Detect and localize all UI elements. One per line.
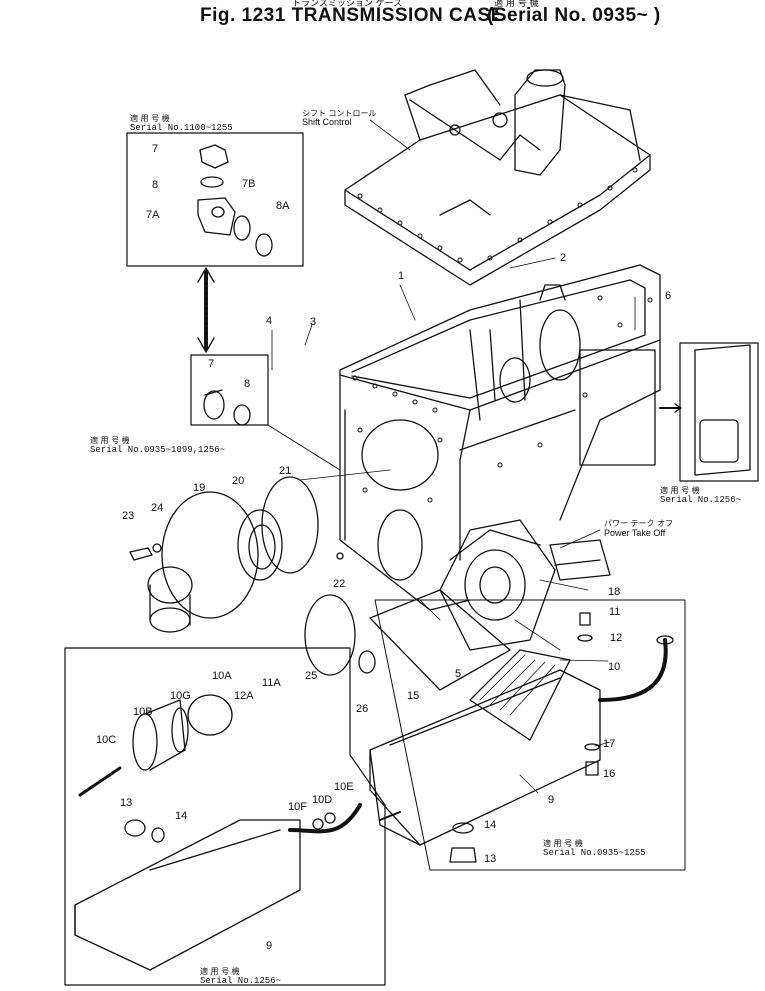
- part-number-25: 25: [305, 670, 318, 682]
- part-number-10d: 10D: [312, 794, 333, 806]
- part-number-12: 12: [610, 632, 623, 644]
- part-number-6: 6: [665, 290, 672, 302]
- pto-gasket: [549, 539, 611, 581]
- part-number-8a: 8A: [276, 200, 290, 212]
- part-number-9: 9: [548, 794, 555, 806]
- part-number-7b: 7B: [242, 178, 256, 190]
- side-cover-plate: [579, 349, 656, 466]
- case-gasket: [369, 589, 511, 691]
- shift-control-jp-label: シフト コントロール: [302, 109, 377, 118]
- part-number-24: 24: [151, 502, 164, 514]
- part-number-10: 10: [608, 661, 621, 673]
- part-number-17: 17: [603, 738, 616, 750]
- transmission-case: [339, 264, 661, 651]
- part-number-7-2: 7: [208, 358, 215, 370]
- part-number-21: 21: [279, 465, 292, 477]
- shift-control-cover: [344, 69, 651, 286]
- part-number-7a: 7A: [146, 209, 160, 221]
- part-number-10e: 10E: [334, 781, 354, 793]
- part-number-2: 2: [560, 252, 567, 264]
- part-number-9-2: 9: [266, 940, 273, 952]
- serial-japanese: 適 用 号 機: [494, 0, 539, 9]
- part-number-10a: 10A: [212, 670, 232, 682]
- part-number-5: 5: [455, 668, 462, 680]
- front-cover-assembly: [129, 469, 391, 676]
- part-number-15: 15: [407, 690, 420, 702]
- pto-label: Power Take Off: [604, 528, 666, 538]
- inset-middle-left-serial: Serial No.0935~1099,1256~: [90, 445, 226, 455]
- part-number-1: 1: [398, 270, 405, 282]
- figure-serial-range: (Serial No. 0935~ ): [487, 5, 661, 26]
- inset-bottom-left-serial: Serial No.1256~: [200, 976, 282, 986]
- part-number-10f: 10F: [288, 801, 307, 813]
- part-number-14-2: 14: [175, 810, 188, 822]
- part-number-10b: 10B: [133, 706, 153, 718]
- inset-bottom-left-jp: 適 用 号 機: [200, 967, 240, 976]
- part-number-11: 11: [609, 606, 621, 618]
- part-number-13-2: 13: [120, 797, 133, 809]
- part-number-19: 19: [193, 482, 206, 494]
- figure-title: Fig. 1231 TRANSMISSION CASE: [200, 5, 504, 26]
- inset-right-serial: Serial No.1256~: [660, 495, 742, 505]
- leader-lines: [271, 119, 636, 794]
- part-number-26: 26: [356, 703, 369, 715]
- part-number-18: 18: [608, 586, 621, 598]
- part-number-20: 20: [232, 475, 245, 487]
- part-number-22: 22: [333, 578, 346, 590]
- inset-bottom-left-box: [64, 647, 401, 986]
- part-number-10c: 10C: [96, 734, 117, 746]
- inset-oil-pan-jp: 適 用 号 機: [543, 839, 583, 848]
- inset-right-jp: 適 用 号 機: [660, 486, 700, 495]
- part-number-12a: 12A: [234, 690, 254, 702]
- part-number-8: 8: [152, 179, 159, 191]
- part-number-11a: 11A: [262, 677, 281, 689]
- inset-right-box: [659, 342, 759, 482]
- part-number-16: 16: [603, 768, 616, 780]
- part-number-23: 23: [122, 510, 135, 522]
- part-number-8-2: 8: [244, 378, 251, 390]
- title-japanese: トランスミッション ケース: [292, 0, 403, 9]
- inset-oil-pan-serial: Serial No.0935~1255: [543, 848, 646, 858]
- shift-control-label: Shift Control: [302, 117, 352, 127]
- part-number-13: 13: [484, 853, 497, 865]
- inset-top-left-jp: 適 用 号 機: [130, 114, 170, 123]
- inset-link-arrow: [197, 267, 215, 353]
- oil-pan-assembly: [369, 599, 686, 871]
- part-number-7: 7: [152, 143, 159, 155]
- inset-top-left-box: [126, 132, 304, 267]
- inset-middle-left-box: [190, 354, 341, 471]
- part-number-14: 14: [484, 819, 497, 831]
- inset-middle-left-jp: 適 用 号 機: [90, 436, 130, 445]
- part-number-3: 3: [310, 316, 317, 328]
- part-number-10g: 10G: [170, 690, 191, 702]
- part-number-4: 4: [266, 315, 273, 327]
- pto-jp-label: パワー テーク オフ: [604, 519, 674, 528]
- inset-top-left-serial: Serial No.1100~1255: [130, 123, 233, 133]
